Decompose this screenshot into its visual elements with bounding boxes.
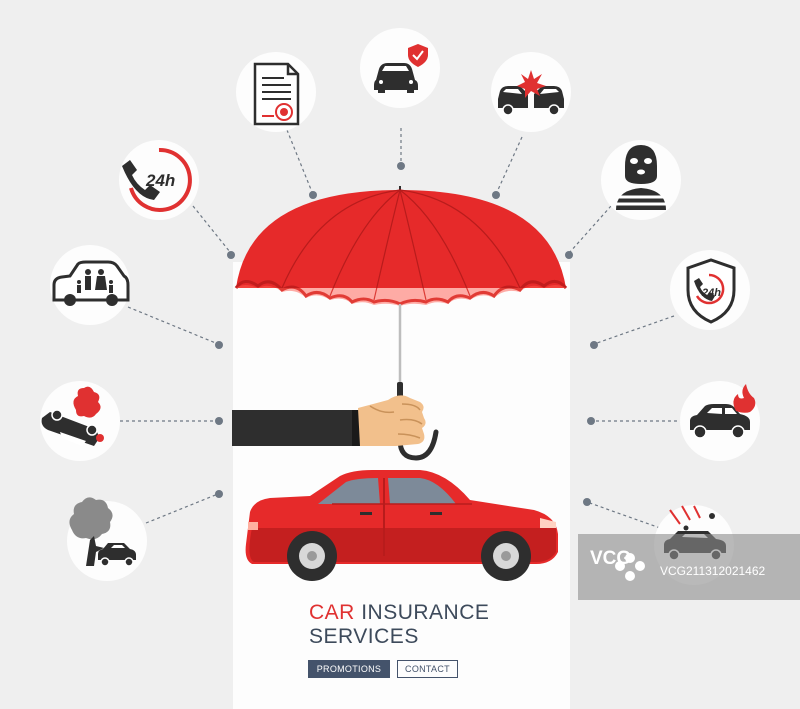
title-word-insurance: INSURANCE bbox=[361, 601, 490, 624]
watermark-logo: VCG bbox=[590, 548, 632, 569]
red-car bbox=[245, 470, 558, 581]
contact-button[interactable]: CONTACT bbox=[397, 660, 458, 678]
car-collision-icon bbox=[498, 70, 564, 116]
connector-lines bbox=[120, 128, 683, 529]
phone-24h-icon: 24h bbox=[122, 147, 192, 212]
title-word-services: SERVICES bbox=[309, 625, 419, 648]
page-title: CAR INSURANCE SERVICES bbox=[309, 601, 489, 649]
connector-dots bbox=[215, 162, 598, 506]
hand-holding-umbrella bbox=[232, 395, 426, 446]
title-word-car: CAR bbox=[309, 601, 355, 624]
watermark-flower-icon bbox=[615, 553, 645, 581]
watermark-id: VCG211312021462 bbox=[660, 564, 766, 578]
watermark-band bbox=[578, 534, 800, 600]
shield-24h-icon: 24h bbox=[686, 258, 736, 324]
thief-icon bbox=[616, 145, 666, 210]
overturned-car-icon bbox=[41, 386, 104, 446]
phone-badge-label: 24h bbox=[145, 171, 175, 190]
promotions-button[interactable]: PROMOTIONS bbox=[308, 660, 390, 678]
shield-badge-label: 24h bbox=[701, 287, 721, 299]
umbrella bbox=[234, 186, 568, 461]
policy-document-icon bbox=[253, 62, 300, 126]
tree-on-car-icon bbox=[69, 497, 136, 567]
protected-car-icon bbox=[374, 44, 428, 93]
family-car-icon bbox=[52, 260, 130, 306]
car-fire-icon bbox=[690, 384, 756, 439]
